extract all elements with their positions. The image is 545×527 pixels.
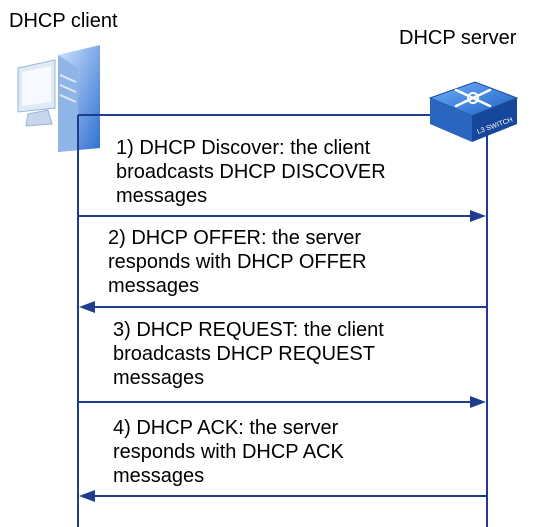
computer-icon: [17, 45, 100, 152]
arrow-4: [79, 490, 487, 502]
message-4: 4) DHCP ACK: the server responds with DH…: [113, 417, 344, 487]
message-1: 1) DHCP Discover: the client broadcasts …: [116, 137, 386, 207]
server-label: DHCP server: [399, 27, 517, 49]
arrow-1: [78, 210, 486, 222]
arrow-3: [78, 396, 486, 408]
message-3: 3) DHCP REQUEST: the client broadcasts D…: [113, 319, 384, 389]
message-2: 2) DHCP OFFER: the server responds with …: [108, 227, 367, 297]
l3-switch-icon: L3 SWITCH: [428, 81, 519, 142]
client-label: DHCP client: [9, 10, 118, 32]
arrow-2: [79, 301, 487, 313]
